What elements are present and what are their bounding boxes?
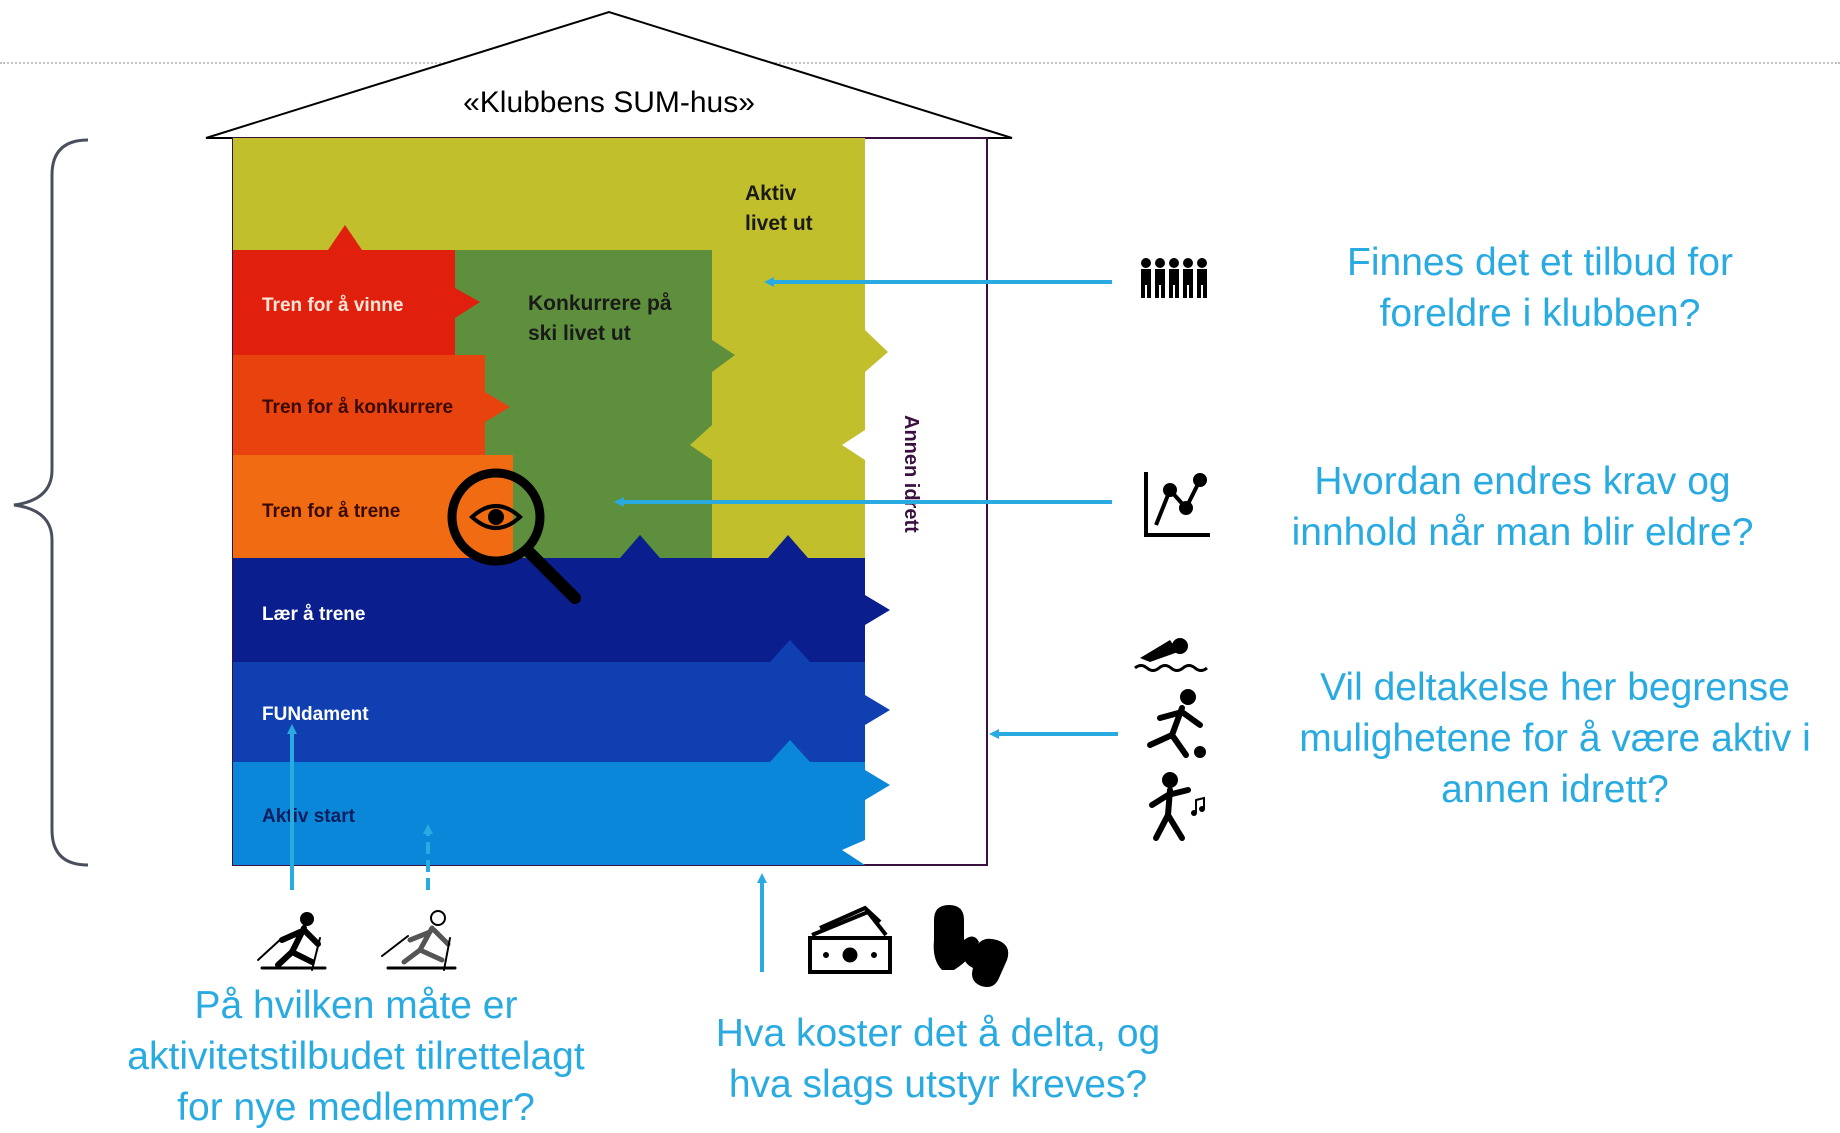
skier-icon bbox=[257, 912, 327, 971]
zone-compete-label: Konkurrere på bbox=[528, 292, 672, 315]
question-line: for nye medlemmer? bbox=[177, 1086, 535, 1129]
question-line: Finnes det et tilbud for bbox=[1347, 241, 1733, 284]
stage-tren-for-a-trene bbox=[233, 455, 513, 558]
dotted-divider bbox=[0, 62, 1840, 64]
swimmer-icon bbox=[1134, 638, 1208, 672]
house-roof bbox=[205, 10, 1013, 139]
stage-tren-for-a-konkurrere bbox=[233, 355, 510, 455]
stage-aktiv-start bbox=[233, 740, 890, 865]
house-title: «Klubbens SUM-hus» bbox=[463, 86, 755, 119]
left-brace bbox=[13, 138, 89, 867]
question-line: Hvordan endres krav og bbox=[1314, 460, 1731, 503]
dancer-icon bbox=[1149, 772, 1205, 841]
stage-label: Tren for å vinne bbox=[262, 295, 403, 316]
question-line: På hvilken måte er bbox=[194, 984, 518, 1027]
stage-label: FUNdament bbox=[262, 704, 369, 725]
stage-fundament bbox=[233, 640, 890, 762]
zone-active-label: livet ut bbox=[745, 212, 813, 235]
runner-ball-icon bbox=[1147, 689, 1206, 758]
question-new-members: På hvilken måte er aktivitetstilbudet ti… bbox=[100, 980, 612, 1133]
magnifier-eye-icon bbox=[447, 468, 581, 604]
money-icon bbox=[808, 905, 892, 974]
skier-outline-icon bbox=[381, 910, 457, 971]
zone-compete-label: ski livet ut bbox=[528, 322, 631, 345]
stage-label: Tren for å konkurrere bbox=[262, 397, 453, 418]
stage-label: Tren for å trene bbox=[262, 501, 400, 522]
question-demands: Hvordan endres krav og innhold når man b… bbox=[1265, 456, 1780, 558]
mittens-icon bbox=[933, 905, 1009, 987]
zone-active-label: Aktiv bbox=[745, 182, 797, 205]
question-line: aktivitetstilbudet tilrettelagt bbox=[127, 1035, 585, 1078]
question-cost: Hva koster det å delta, og hva slags uts… bbox=[682, 1008, 1194, 1110]
question-line: Hva koster det å delta, og bbox=[715, 1012, 1161, 1055]
zone-other-sport-label: Annen idrett bbox=[900, 415, 922, 533]
question-line: foreldre i klubben? bbox=[1379, 292, 1701, 335]
stage-label: Lær å trene bbox=[262, 604, 365, 625]
question-parents: Finnes det et tilbud for foreldre i klub… bbox=[1310, 237, 1770, 339]
stage-tren-for-a-vinne bbox=[233, 225, 480, 355]
stage-laer-a-trene bbox=[233, 535, 890, 662]
question-other-sport: Vil deltakelse her begrense mulighetene … bbox=[1272, 662, 1838, 815]
question-line: annen idrett? bbox=[1441, 768, 1669, 811]
stage-label: Aktiv start bbox=[262, 806, 356, 827]
question-line: Vil deltakelse her begrense bbox=[1320, 666, 1790, 709]
question-line: hva slags utstyr kreves? bbox=[728, 1063, 1148, 1106]
question-line: mulighetene for å være aktiv i bbox=[1299, 717, 1811, 760]
chart-line-icon bbox=[1144, 472, 1210, 537]
question-line: innhold når man blir eldre? bbox=[1291, 511, 1754, 554]
family-icon bbox=[1141, 258, 1207, 298]
